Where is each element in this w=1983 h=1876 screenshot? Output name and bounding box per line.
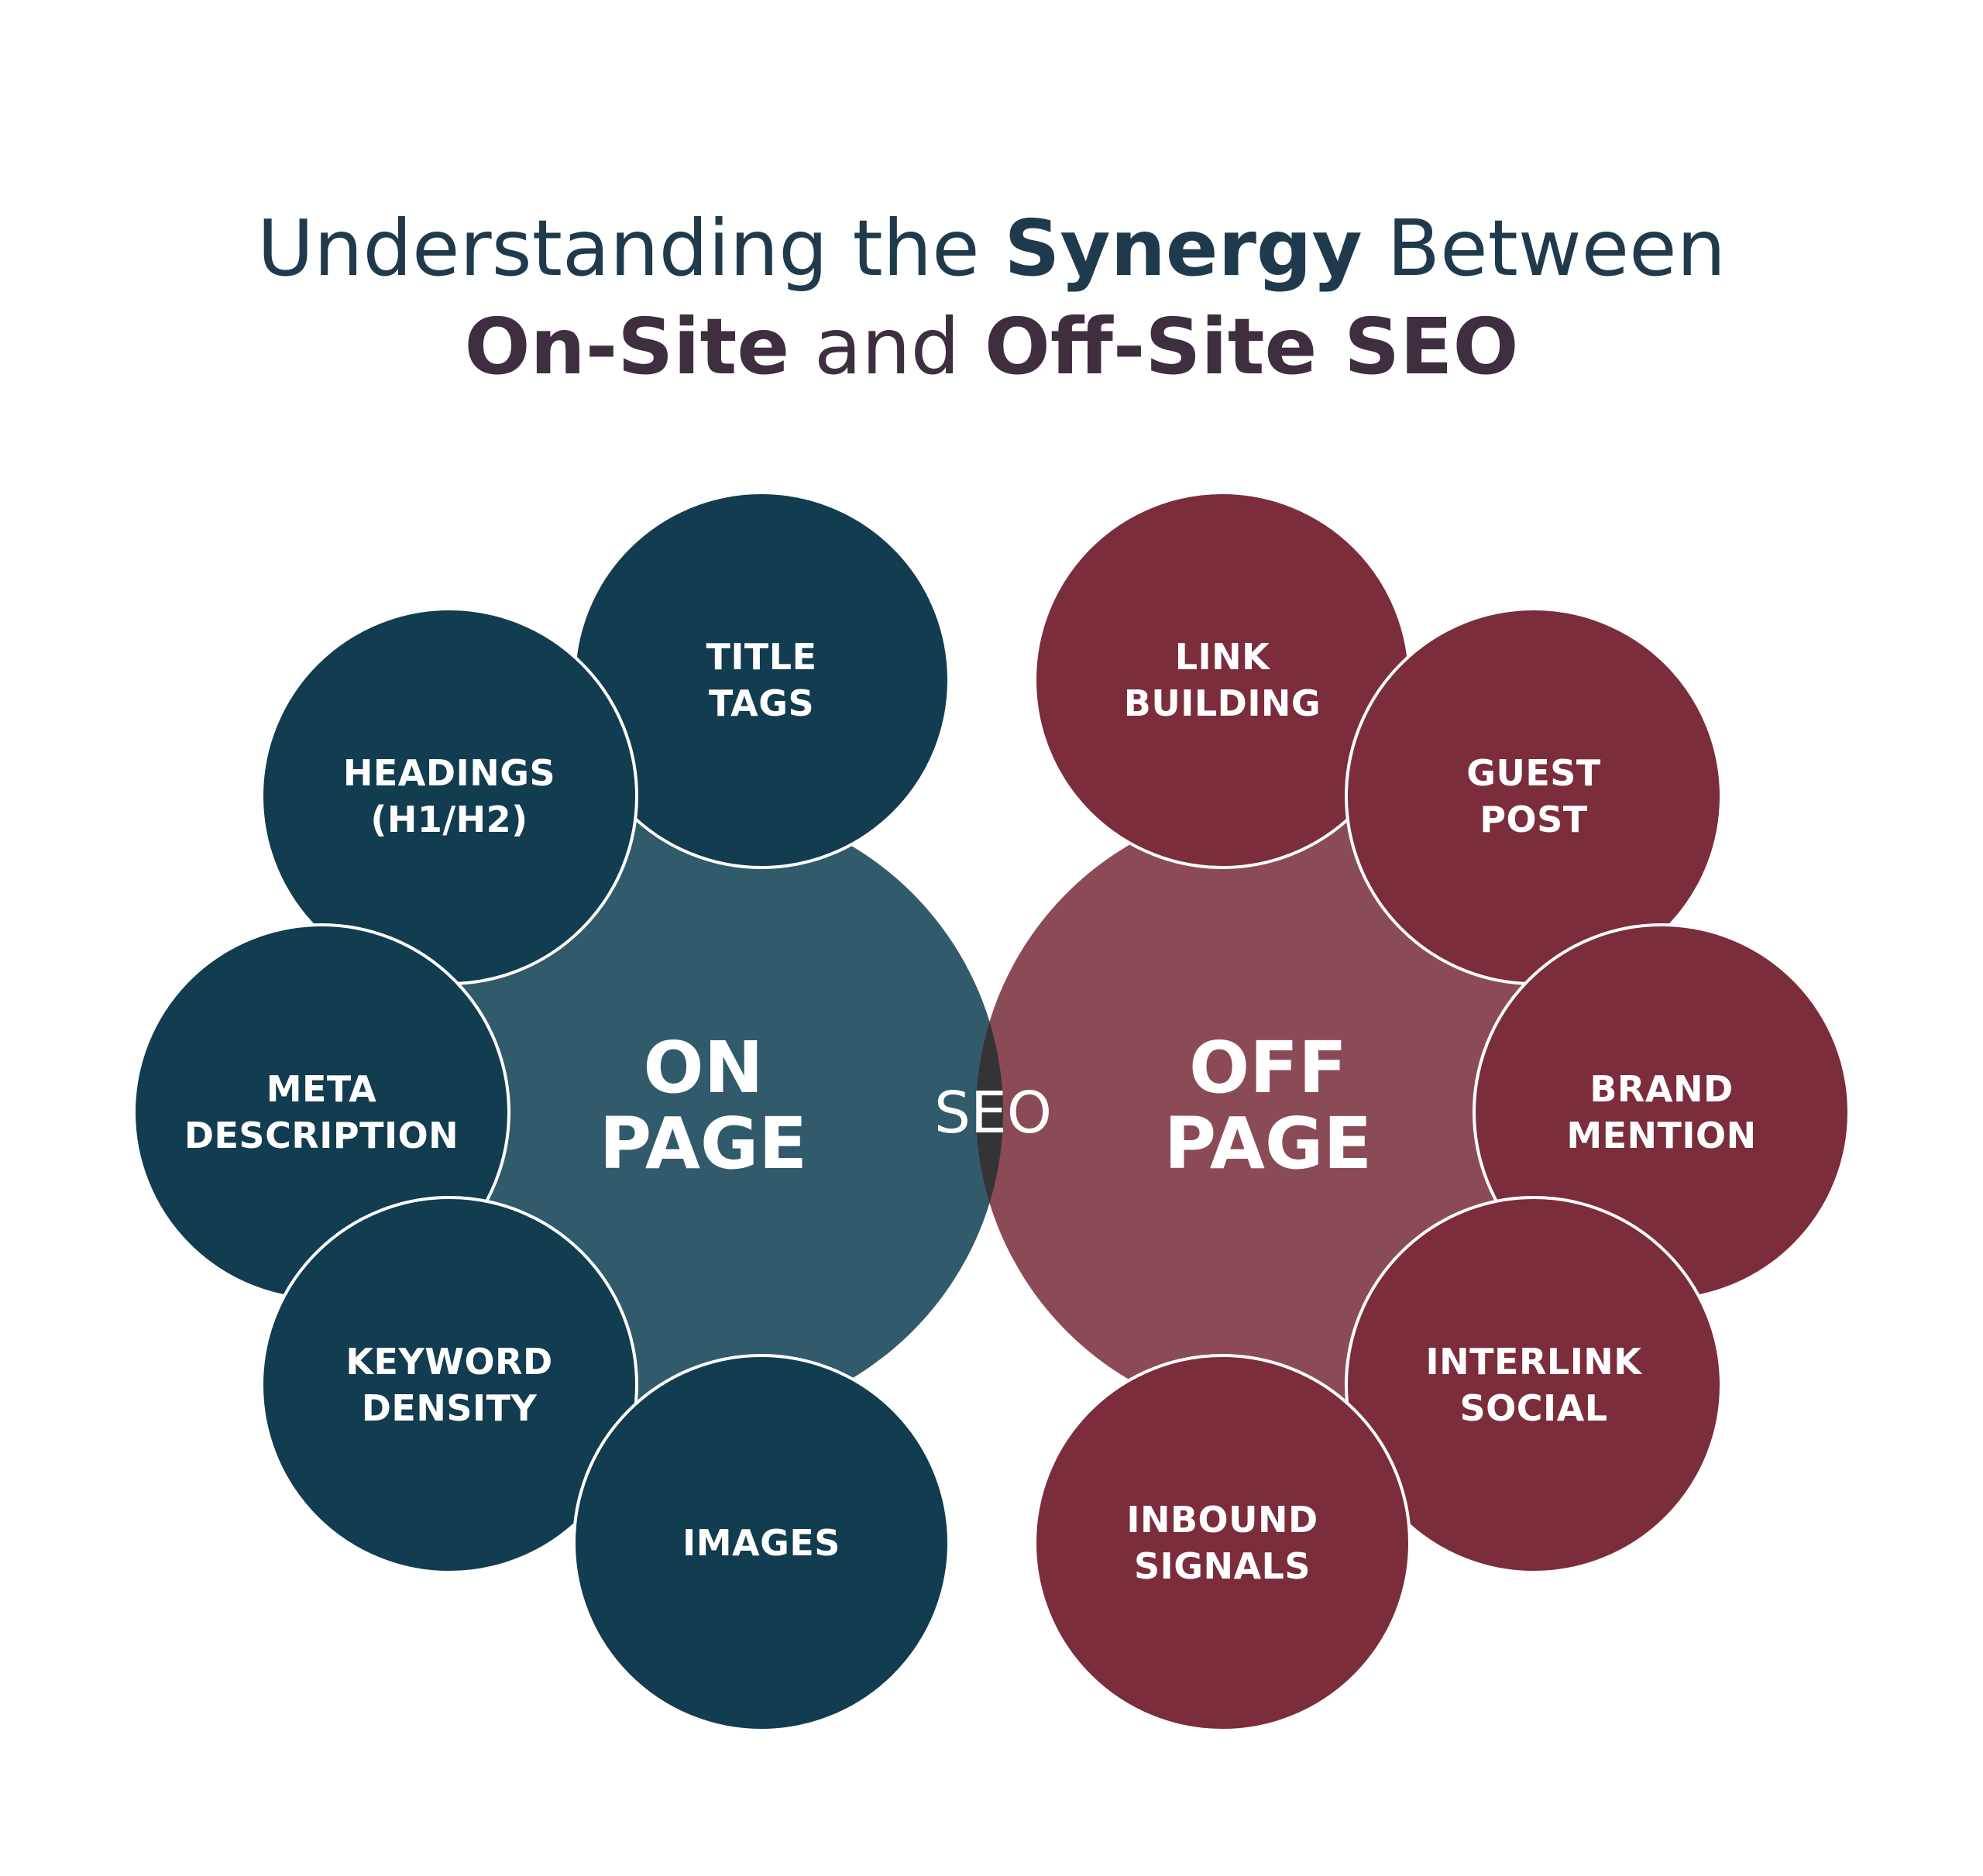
- on-page-node-label: (H1/H2): [370, 799, 528, 840]
- off-page-node-label: INBOUND: [1126, 1499, 1318, 1541]
- title-on-site: On-Site: [465, 301, 790, 392]
- on-page-node-label: IMAGES: [682, 1522, 840, 1564]
- off-page-node-guest-post: GUEST POST: [1345, 607, 1723, 985]
- on-page-node-images: IMAGES: [572, 1354, 950, 1732]
- on-page-label-line-1: ON: [643, 1026, 763, 1109]
- off-page-node-label: LINK: [1175, 636, 1271, 678]
- on-page-node-label: META: [266, 1068, 377, 1110]
- on-page-node-circle: [260, 1196, 638, 1574]
- off-page-node-circle: [1033, 1354, 1411, 1732]
- title-and: and: [789, 301, 985, 392]
- title-line-1-post: Between: [1363, 203, 1726, 294]
- on-page-node-label: TITLE: [706, 636, 816, 678]
- off-page-node-label: SOCIAL: [1459, 1387, 1607, 1429]
- on-page-node-circle: [572, 1354, 950, 1732]
- off-page-node-label: SIGNALS: [1134, 1545, 1311, 1587]
- on-page-node-label: TAGS: [709, 682, 814, 724]
- off-page-node-label: INTERLINK: [1426, 1341, 1644, 1383]
- title-line-1-pre: Understanding the: [257, 203, 1004, 294]
- title: Understanding the Synergy Between On-Sit…: [257, 203, 1726, 392]
- title-line-1-strong: Synergy: [1004, 203, 1362, 294]
- title-off-site-seo: Off-Site SEO: [985, 301, 1519, 392]
- on-page-node-label: HEADINGS: [343, 752, 555, 794]
- off-page-node-label: BUILDING: [1124, 682, 1321, 724]
- off-page-node-circle: [1345, 1196, 1723, 1574]
- on-page-label-line-2: PAGE: [600, 1102, 808, 1185]
- title-line-2: On-Site and Off-Site SEO: [465, 301, 1519, 392]
- off-page-node-label: MENTION: [1566, 1115, 1756, 1156]
- seo-overlap-label: SEO: [934, 1080, 1052, 1146]
- off-page-node-label: BRAND: [1589, 1068, 1733, 1110]
- on-page-node-headings: HEADINGS (H1/H2): [260, 607, 638, 985]
- off-page-label-line-1: OFF: [1189, 1026, 1347, 1109]
- off-page-node-label: POST: [1480, 799, 1587, 840]
- on-page-node-label: KEYWORD: [345, 1341, 552, 1383]
- on-page-node-label: DESCRIPTION: [184, 1115, 459, 1156]
- hub-labels: ON PAGE SEO OFF PAGE: [600, 1026, 1373, 1185]
- title-line-1: Understanding the Synergy Between: [257, 203, 1726, 294]
- off-page-node-label: GUEST: [1466, 752, 1601, 794]
- on-page-node-label: DENSITY: [362, 1387, 538, 1429]
- off-page-label-line-2: PAGE: [1164, 1102, 1373, 1185]
